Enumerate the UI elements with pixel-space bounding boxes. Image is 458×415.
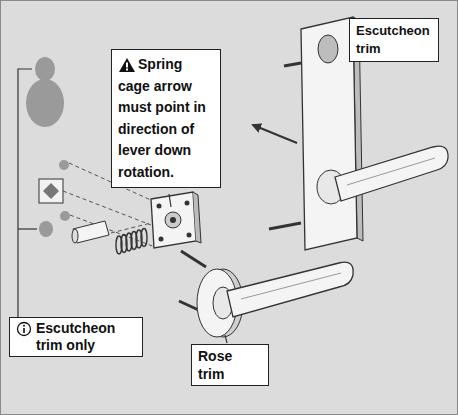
label-text: Escutcheon trim <box>356 22 432 58</box>
bracket <box>18 69 37 317</box>
escutcheon-trim <box>269 17 448 250</box>
spring-cage <box>151 192 201 248</box>
label-text: Spring cage arrow must point in directio… <box>118 54 214 183</box>
door-holes <box>26 57 70 237</box>
label-text: Rose trim <box>198 347 262 383</box>
spindle <box>72 221 109 243</box>
part-label: Escutcheon trim <box>349 18 439 62</box>
spring <box>116 229 147 255</box>
part-label: Rose trim <box>191 344 269 386</box>
info-icon <box>16 321 32 337</box>
label-text: Escutcheon trim only <box>36 320 136 354</box>
rose-trim <box>179 251 353 337</box>
note-box: Escutcheon trim only <box>9 317 143 357</box>
warning-callout: Spring cage arrow must point in directio… <box>111 49 221 188</box>
leader-line <box>225 335 227 343</box>
warning-icon <box>118 57 136 73</box>
leader-line <box>169 194 171 207</box>
assembly-arrow <box>253 125 297 143</box>
